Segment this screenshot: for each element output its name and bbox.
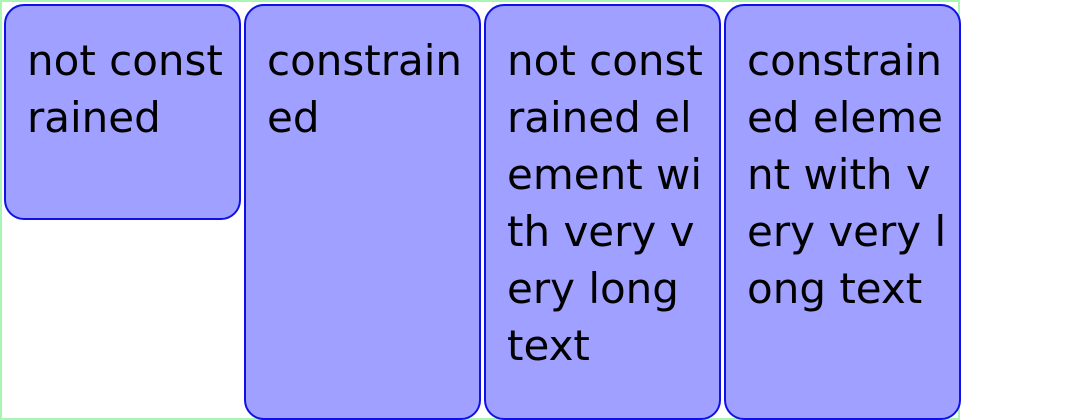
layout-container: not constrained constrained not constrai… — [0, 0, 961, 420]
box-label: not constrained — [27, 36, 223, 142]
box-not-constrained: not constrained — [4, 4, 241, 220]
box-not-constrained-long: not constrained element with very very l… — [484, 4, 721, 420]
box-text-clip: constrained element with very very long … — [726, 6, 959, 396]
box-label: not constrained element with very very l… — [507, 36, 703, 370]
box-label: constrained element with very very long … — [747, 36, 947, 313]
box-constrained: constrained — [244, 4, 481, 420]
box-label: constrained — [267, 36, 463, 142]
box-constrained-long: constrained element with very very long … — [724, 4, 961, 420]
box-text-clip: not constrained element with very very l… — [486, 6, 719, 396]
